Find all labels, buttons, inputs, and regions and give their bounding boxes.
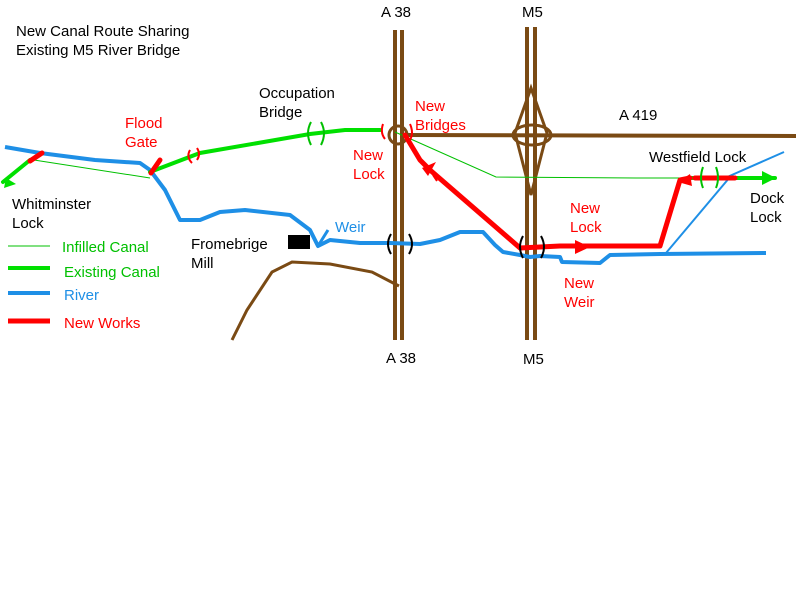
a419-road [404, 133, 797, 138]
westfield-lock-label: Westfield Lock [649, 149, 747, 166]
a38-top-label: A 38 [381, 4, 411, 21]
new-weir-label-1: New [564, 275, 594, 292]
fromebridge-mill-label-2: Mill [191, 255, 214, 272]
westfield-marker [678, 174, 692, 186]
bridge-symbols [187, 121, 719, 259]
m5-roundabout [511, 123, 553, 147]
fromebridge-mill-label-1: Fromebrige [191, 236, 268, 253]
new-lock-b-arrow [575, 240, 590, 254]
m5-river-bridge-icon [519, 235, 524, 259]
new-lock-b-label-1: New [570, 200, 600, 217]
legend-new-works-label: New Works [64, 315, 140, 332]
infilled-canal [33, 131, 690, 179]
river [4, 145, 785, 265]
fromebridge-mill-block [288, 235, 310, 249]
dock-lock-label-2: Lock [750, 209, 782, 226]
a38-bottom-label: A 38 [386, 350, 416, 367]
m5-top-label: M5 [522, 4, 543, 21]
map-title-line1: New Canal Route Sharing [16, 23, 189, 40]
dock-lock-river-2 [724, 151, 785, 179]
a38-bridge-icon [380, 123, 386, 140]
new-weir-label-2: Weir [564, 294, 595, 311]
new-lock-a-label-2: Lock [353, 166, 385, 183]
whitminster-arrow [4, 178, 16, 188]
occupation-bridge-icon [307, 121, 312, 146]
occupation-bridge-label-2: Bridge [259, 104, 302, 121]
new-bridges-label-1: New [415, 98, 445, 115]
westfield-bridge-icon [700, 166, 704, 189]
canal-bridge-icon [187, 149, 193, 164]
new-bridges-label-2: Bridges [415, 117, 466, 134]
dock-lock-label-1: Dock [750, 190, 785, 207]
a38-river-bridge-icon [387, 233, 392, 255]
new-lock-b-label-2: Lock [570, 219, 602, 236]
roads [230, 27, 797, 341]
m5-bottom-label: M5 [523, 351, 544, 368]
new-lock-a-label-1: New [353, 147, 383, 164]
dock-lock-river [665, 176, 731, 254]
new-lock-a-bridge-icon [427, 166, 441, 179]
new-canal-route [402, 132, 693, 251]
whitminster-lock-label-1: Whitminster [12, 196, 91, 213]
flood-gate-label-1: Flood [125, 115, 163, 132]
river-line [4, 145, 767, 265]
legend-existing-label: Existing Canal [64, 264, 160, 281]
occupation-bridge-label-1: Occupation [259, 85, 335, 102]
flood-gate-mark [148, 157, 163, 176]
flood-gate-red [27, 150, 45, 164]
flood-gate-label-2: Gate [125, 134, 158, 151]
legend-river-label: River [64, 287, 99, 304]
m5-junction-diamond [513, 83, 549, 196]
whitminster-lock-label-2: Lock [12, 215, 44, 232]
weir-label: Weir [335, 219, 366, 236]
legend-infilled-label: Infilled Canal [62, 239, 149, 256]
map-title-line2: Existing M5 River Bridge [16, 42, 180, 59]
dock-lock-arrow [762, 171, 776, 185]
weir-spur [316, 229, 330, 247]
a419-label: A 419 [619, 107, 657, 124]
minor-road [230, 260, 400, 341]
